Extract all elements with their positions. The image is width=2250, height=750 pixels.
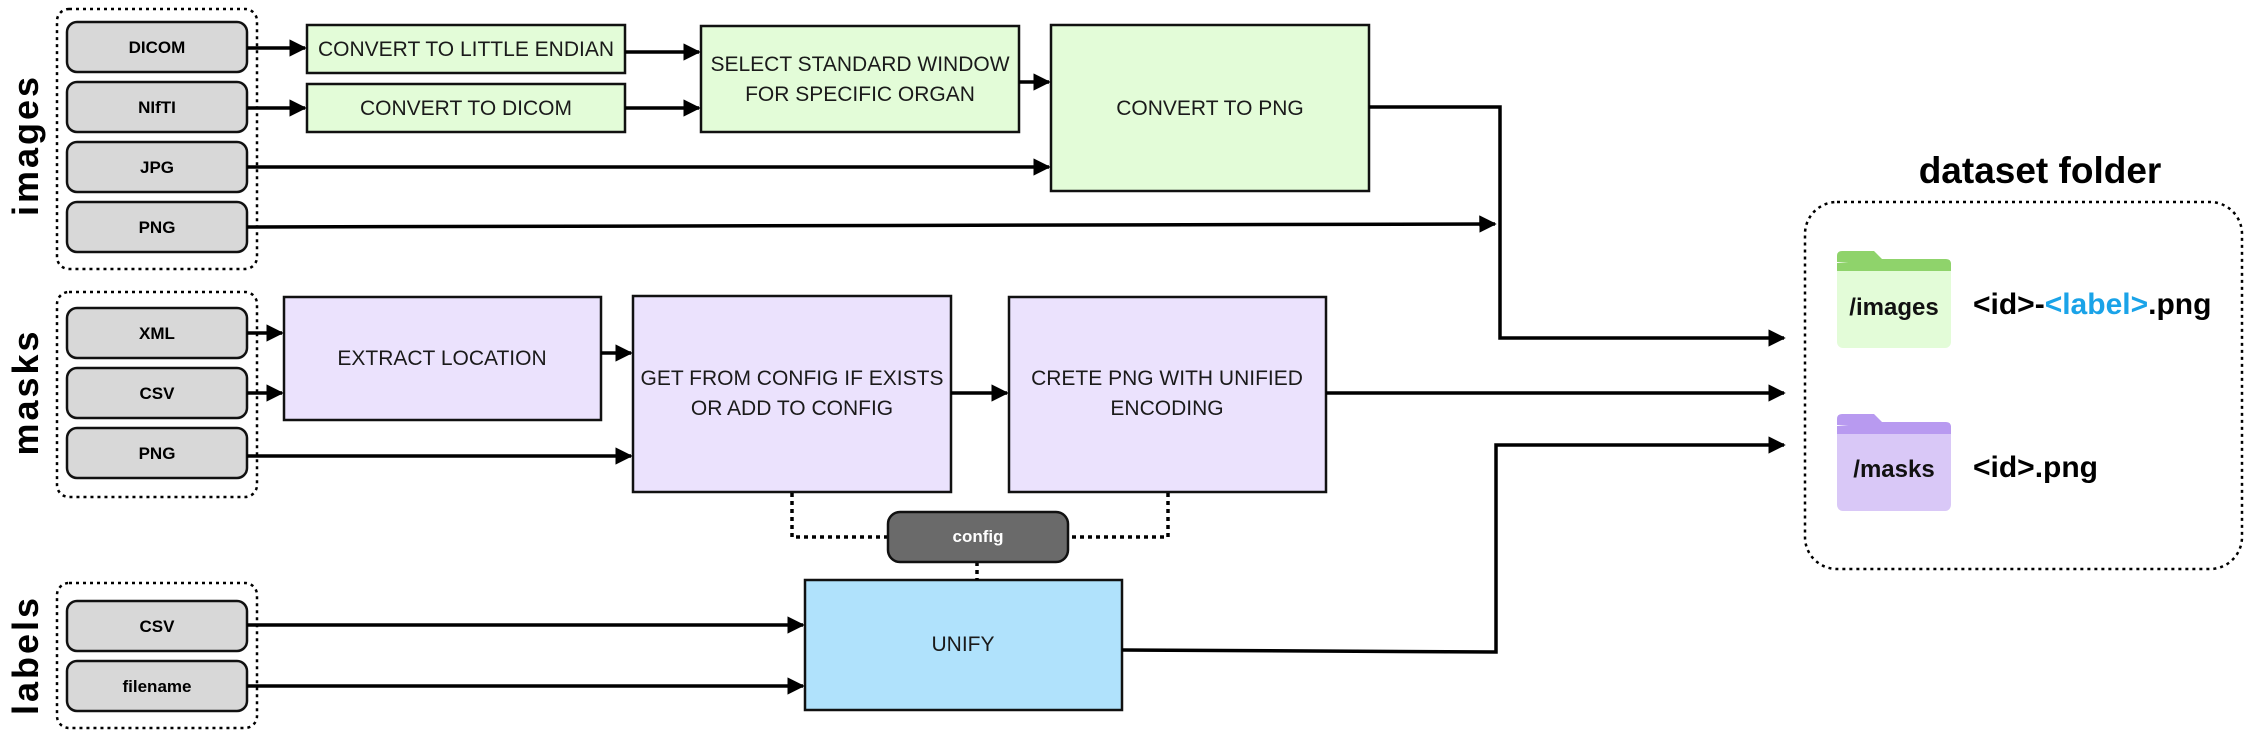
process-crete-png-line2: ENCODING (1110, 397, 1223, 420)
process-get-config-line1: GET FROM CONFIG IF EXISTS (641, 367, 944, 390)
config-node-label: config (953, 527, 1004, 546)
arrow-unify-to-dataset (1121, 436, 1786, 654)
process-crete-png: CRETE PNG WITH UNIFIED ENCODING (1007, 295, 1328, 494)
input-filename-label: filename (123, 677, 192, 696)
input-csv-label-text: CSV (140, 617, 176, 636)
config-link-left (790, 493, 888, 539)
input-csv-mask-label: CSV (140, 384, 176, 403)
input-png-image-label: PNG (139, 218, 176, 237)
input-png-mask-label: PNG (139, 444, 176, 463)
input-jpg-label: JPG (140, 158, 174, 177)
config-link-right (1068, 493, 1170, 539)
input-csv-label: CSV (65, 599, 249, 653)
process-convert-dicom: CONVERT TO DICOM (305, 82, 627, 134)
process-select-window-line1: SELECT STANDARD WINDOW (710, 53, 1009, 76)
process-select-window-line2: FOR SPECIFIC ORGAN (745, 83, 975, 106)
group-title-masks: masks (5, 328, 46, 455)
masks-folder-icon (1837, 414, 1951, 511)
process-get-config-line2: OR ADD TO CONFIG (691, 397, 893, 420)
arrow-convertpng-to-images (1369, 105, 1786, 347)
process-little-endian-label: CONVERT TO LITTLE ENDIAN (318, 38, 614, 61)
input-nifti: NIfTI (65, 80, 249, 134)
config-connectors (790, 493, 1170, 580)
images-filename-suffix: .png (2148, 288, 2211, 321)
dataset-folder-title: dataset folder (1919, 150, 2162, 191)
process-get-config: GET FROM CONFIG IF EXISTS OR ADD TO CONF… (631, 294, 953, 494)
process-little-endian: CONVERT TO LITTLE ENDIAN (305, 23, 627, 75)
input-nifti-label: NIfTI (138, 98, 176, 117)
input-jpg: JPG (65, 140, 249, 194)
input-xml: XML (65, 306, 249, 360)
process-crete-png-line1: CRETE PNG WITH UNIFIED (1031, 367, 1303, 390)
process-extract-location-label: EXTRACT LOCATION (337, 347, 546, 370)
masks-filename-pattern: <id>.png (1973, 451, 2098, 484)
process-select-window: SELECT STANDARD WINDOW FOR SPECIFIC ORGA… (699, 24, 1021, 134)
images-filename-prefix: <id>- (1973, 288, 2045, 321)
input-filename: filename (65, 659, 249, 713)
input-xml-label: XML (139, 324, 175, 343)
process-unify: UNIFY (803, 578, 1124, 712)
masks-group-box (55, 290, 259, 499)
dataset-folder-box (1803, 200, 2244, 571)
group-title-labels: labels (5, 595, 46, 715)
process-convert-dicom-label: CONVERT TO DICOM (360, 97, 572, 120)
input-dicom-label: DICOM (129, 38, 186, 57)
input-png-image: PNG (65, 200, 249, 254)
labels-group-box (55, 581, 259, 730)
process-extract-location: EXTRACT LOCATION (282, 295, 603, 422)
masks-folder-label: /masks (1853, 456, 1934, 483)
input-png-mask: PNG (65, 426, 249, 480)
flow-arrows (246, 39, 1786, 695)
process-unify-label: UNIFY (932, 633, 995, 656)
config-node: config (886, 510, 1070, 564)
group-title-images: images (5, 74, 46, 216)
images-folder-icon (1837, 251, 1951, 348)
images-filename-pattern: <id>-<label>.png (1973, 288, 2211, 321)
arrow-png-image-to-merge (246, 215, 1497, 233)
process-convert-png: CONVERT TO PNG (1049, 23, 1371, 193)
images-folder-label: /images (1849, 294, 1938, 321)
images-filename-label-token: <label> (2045, 288, 2148, 321)
input-csv-mask: CSV (65, 366, 249, 420)
input-dicom: DICOM (65, 20, 249, 74)
process-convert-png-label: CONVERT TO PNG (1116, 97, 1304, 120)
